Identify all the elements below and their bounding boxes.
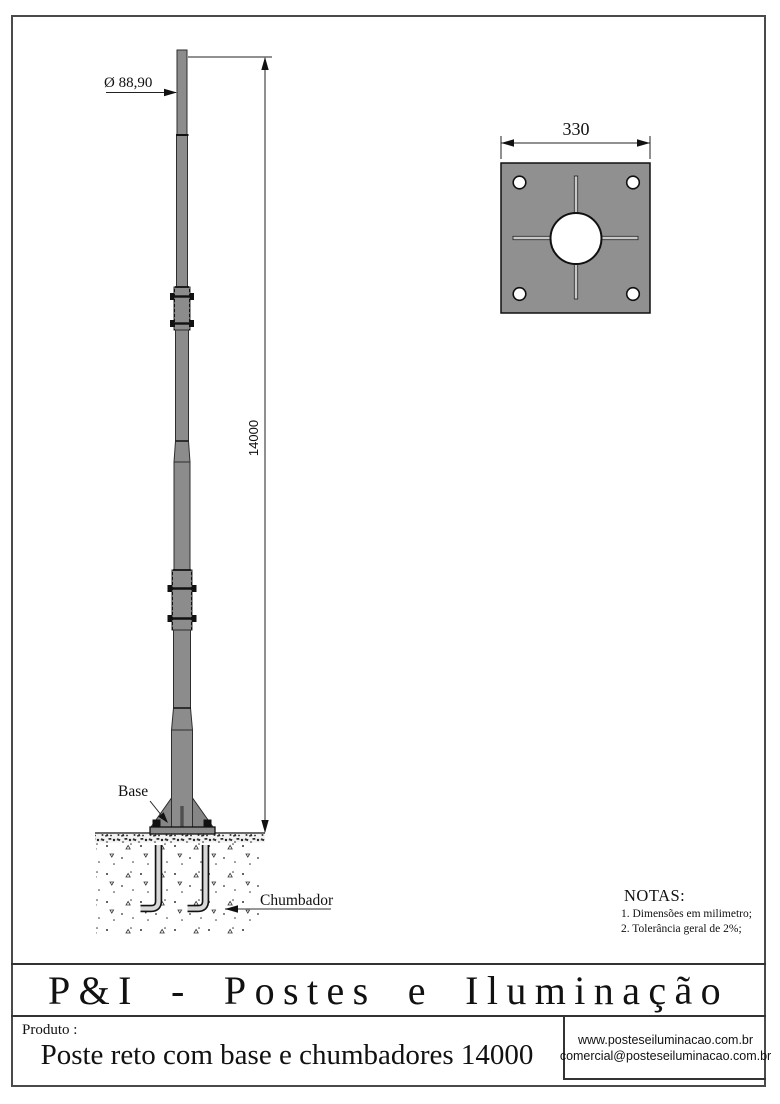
bolt-hole-bottom-left [512, 286, 527, 302]
note-item: 2. Tolerância geral de 2%; [621, 923, 742, 935]
diameter-dimension-label: Ø 88,90 [104, 75, 153, 91]
dim-arrow-up [261, 57, 269, 70]
diameter-leader [106, 88, 177, 97]
company-website: www.posteseiluminacao.com.br [577, 1032, 754, 1047]
top-view [500, 136, 651, 314]
bolt-holes [512, 175, 641, 302]
pole-section-1 [176, 49, 188, 136]
anchor-bolt-right [187, 845, 210, 913]
anchor-bolt-left [140, 845, 163, 913]
dim-arrow-down [261, 820, 269, 833]
pole-section-5 [173, 629, 191, 709]
anchor-nut-right [203, 819, 212, 827]
pole-taper-2 [170, 707, 194, 731]
plate-width-dimension-label: 330 [562, 119, 590, 139]
company-banner: P&I - Postes e Iluminação [11, 963, 766, 1017]
pole-section-4 [173, 461, 191, 571]
dim-arrow-left [501, 139, 514, 147]
anchor-callout-label: Chumbador [260, 892, 334, 909]
anchor-leader [225, 905, 331, 913]
leader-arrow [158, 812, 168, 823]
product-field-label: Produto : [22, 1022, 78, 1038]
notes-title: NOTAS: [624, 886, 686, 905]
company-name: P&I - Postes e Iluminação [47, 967, 730, 1013]
pole-section-2 [176, 134, 188, 288]
base-plate-side [149, 826, 216, 835]
pole-section-3 [175, 329, 189, 442]
leader-arrow [225, 905, 238, 913]
product-name: Poste reto com base e chumbadores 14000 [40, 1039, 534, 1071]
note-item: 1. Dimensões em milimetro; [621, 908, 752, 920]
foundation [95, 832, 265, 937]
base-callout-label: Base [118, 783, 149, 800]
bolt-hole-top-right [625, 175, 641, 190]
concrete-hatch [96, 843, 260, 937]
technical-drawing-canvas [95, 49, 651, 937]
pole-sleeve-joint-2 [171, 569, 193, 631]
leader-arrow [164, 88, 177, 97]
bolt-hole-bottom-right [625, 286, 641, 302]
ground-strip [95, 834, 265, 843]
dim-arrow-right [637, 139, 650, 147]
bolt-hole-top-left [512, 175, 527, 190]
plate-width-dimension [500, 136, 651, 159]
center-hole [549, 212, 603, 265]
center-stud [180, 806, 184, 827]
front-view [95, 49, 331, 937]
height-dimension-label: 14000 [246, 419, 261, 457]
pole-joint-details [167, 134, 197, 709]
pole-shaft [170, 49, 194, 829]
sheet-border [11, 15, 766, 1087]
pole-taper-1 [173, 440, 191, 463]
product-cell: Produto : Poste reto com base e chumbado… [13, 1019, 561, 1083]
contact-cell: www.posteseiluminacao.com.br comercial@p… [560, 1017, 771, 1080]
base-leader [149, 800, 168, 823]
company-email: comercial@posteseiluminacao.com.br [559, 1048, 772, 1063]
anchor-nut-left [152, 819, 161, 827]
height-dimension [188, 56, 272, 833]
